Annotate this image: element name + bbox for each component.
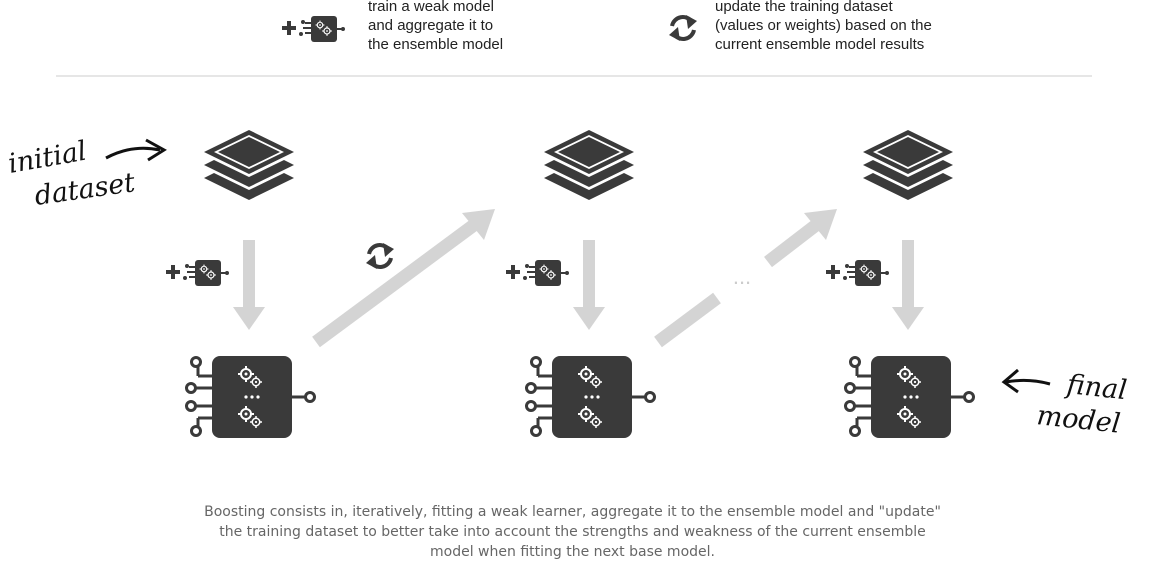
train-arrow-2 <box>573 240 605 330</box>
train-icon-1 <box>166 260 229 286</box>
train-icon-2 <box>506 260 569 286</box>
dataset-stack-icon-3 <box>863 130 953 200</box>
model-chip-icon-1 <box>187 356 315 438</box>
ellipsis-label: ... <box>733 264 751 289</box>
final-arrow <box>1005 378 1051 386</box>
initial-arrow <box>105 146 161 160</box>
legend-train-text: train a weak model and aggregate it to t… <box>368 0 504 53</box>
initial-dataset-annotation: initial dataset <box>6 136 167 212</box>
train-arrow-3 <box>892 240 924 330</box>
figure-caption: Boosting consists in, iteratively, fitti… <box>204 504 941 560</box>
dataset-stack-icon-1 <box>204 130 294 200</box>
final-label: final <box>1063 369 1128 406</box>
update-arrow-1 <box>312 209 495 348</box>
model-chip-icon-3 <box>846 356 974 438</box>
dataset-label: dataset <box>33 167 137 212</box>
legend-train-icon <box>282 16 345 42</box>
dataset-stack-icon-2 <box>544 130 634 200</box>
train-icon-3 <box>826 260 889 286</box>
model-chip-icon-2 <box>527 356 655 438</box>
update-arrow-2 <box>654 209 837 348</box>
final-model-annotation: final model <box>1001 368 1128 440</box>
model-label: model <box>1035 400 1122 440</box>
update-cycle-icon <box>364 241 396 271</box>
legend-update-text: update the training dataset (values or w… <box>715 0 932 53</box>
legend-update-icon <box>667 13 699 43</box>
train-arrow-1 <box>233 240 265 330</box>
initial-label: initial <box>6 136 89 180</box>
